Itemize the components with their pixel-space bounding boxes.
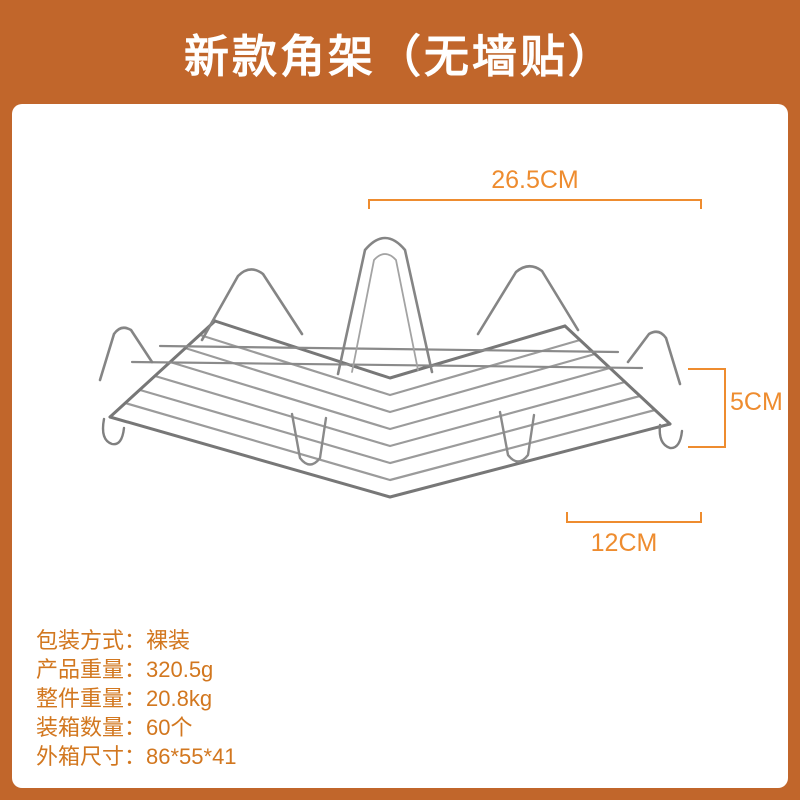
page-title: 新款角架（无墙贴） [183, 30, 616, 82]
spec-list: 包装方式：裸装 产品重量：320.5g 整件重量：20.8kg 装箱数量：60个… [36, 626, 237, 771]
dimension-depth-label: 12CM [590, 529, 658, 557]
dimension-depth-line [566, 512, 702, 523]
spec-item-packaging: 包装方式：裸装 [36, 628, 191, 653]
spec-item-product-weight: 产品重量：320.5g [36, 657, 214, 682]
dimension-width-line [368, 199, 702, 210]
spec-item-gross-weight: 整件重量：20.8kg [36, 686, 213, 711]
corner-rack-illustration [98, 236, 684, 499]
spec-item-carton-quantity: 装箱数量：60个 [36, 715, 193, 740]
content-panel: 26.5CM 5CM 12CM 包装方式：裸装 产品重量：320.5g 整件重量… [12, 104, 788, 788]
dimension-width-label: 26.5CM [491, 166, 579, 194]
dimension-height-label: 5CM [730, 388, 783, 416]
spec-item-carton-size: 外箱尺寸：86*55*41 [36, 744, 237, 769]
title-banner: 新款角架（无墙贴） [0, 0, 800, 104]
dimension-height-line [688, 368, 726, 448]
